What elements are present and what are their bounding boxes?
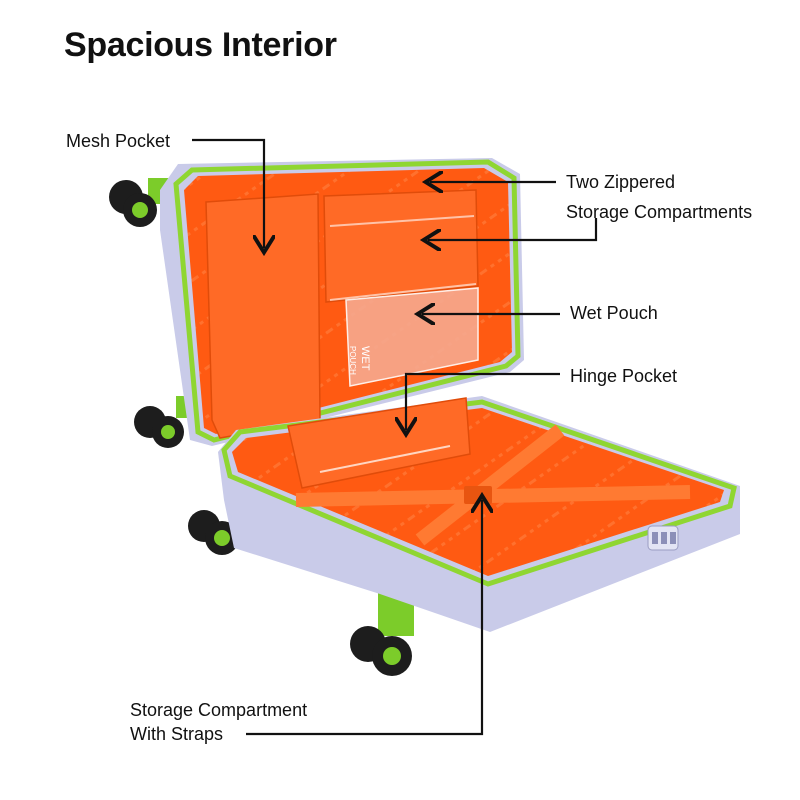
page-title: Spacious Interior: [64, 26, 337, 64]
straps-label-line2: With Straps: [130, 724, 224, 744]
hinge-pocket-label: Hinge Pocket: [570, 366, 678, 386]
wheel-front-bottom: [350, 592, 414, 676]
mesh-pocket-label: Mesh Pocket: [66, 131, 171, 151]
zippered-label-line2: Storage Compartments: [566, 202, 753, 222]
suitcase-base: [218, 396, 740, 632]
wet-pouch-label: Wet Pouch: [570, 303, 658, 323]
zippered-arrow-2: [428, 218, 598, 240]
straps-arrow: [246, 500, 482, 736]
hinge-pocket-arrow: [406, 372, 560, 430]
annotation-arrows: [192, 138, 598, 736]
mesh-pocket-arrow: [192, 138, 264, 248]
wet-pouch-print-2: POUCH: [348, 346, 357, 375]
zippered-compartments: [323, 189, 479, 303]
wet-pouch-print-1: WET: [359, 346, 371, 371]
zippered-label-line1: Two Zippered: [566, 172, 676, 192]
combination-lock: [647, 525, 679, 551]
wet-pouch: [345, 287, 479, 387]
straps-label-line1: Storage Compartment: [130, 700, 308, 720]
